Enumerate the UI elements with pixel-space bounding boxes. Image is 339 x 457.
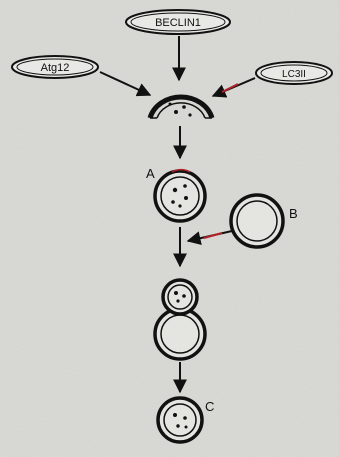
autophagosome-a <box>155 170 205 221</box>
fusion-autolysosome <box>155 280 205 359</box>
lysosome-b <box>231 195 283 247</box>
label-a: A <box>146 166 155 181</box>
lc3ii-label: LC3II <box>282 69 306 80</box>
autolysosome-c <box>158 398 202 442</box>
lc3ii-label-box: LC3II <box>256 62 332 84</box>
beclin1-label-box: BECLIN1 <box>126 10 230 34</box>
beclin1-label: BECLIN1 <box>155 17 201 29</box>
label-b: B <box>289 206 298 221</box>
atg12-label: Atg12 <box>41 62 70 74</box>
label-c: C <box>205 399 214 414</box>
atg12-label-box: Atg12 <box>12 56 98 78</box>
